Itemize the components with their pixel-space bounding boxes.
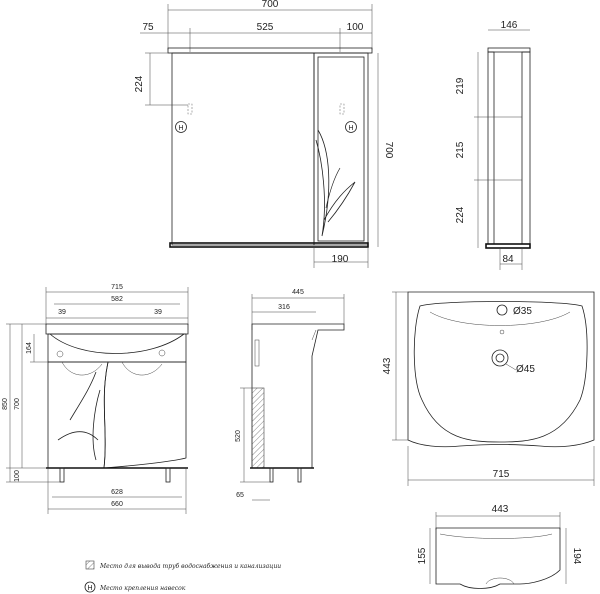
hole-small-label: Ø35 (513, 306, 532, 317)
legend-mount-symbol: H (87, 585, 92, 592)
legend: Место для вывода труб водоснабжения и ка… (84, 560, 281, 593)
basin-top-view: Ø35 Ø45 443 715 (382, 291, 595, 486)
dim-basin-depth: 443 (382, 357, 393, 374)
dim-left-offset: 75 (142, 22, 154, 33)
dim-basin-width: 715 (493, 469, 510, 480)
dim-body-height: 700 (14, 398, 21, 410)
dim-pipe-height: 520 (235, 430, 242, 442)
dim-leg-height: 100 (14, 470, 21, 482)
dim-mid-width: 525 (257, 22, 274, 33)
dim-right-width: 100 (347, 22, 364, 33)
dim-side-h3: 224 (455, 206, 466, 223)
dim-basin-side-depth: 443 (492, 504, 509, 515)
dim-overall-width: 700 (262, 0, 279, 10)
legend-pipes-text: Место для вывода труб водоснабжения и ка… (99, 563, 281, 570)
pipe-zone-hatch (251, 387, 265, 469)
vanity-cabinet-front-view: 715 582 39 39 850 700 164 (2, 284, 189, 514)
legend-mount-text: Место крепления навесок (99, 585, 186, 592)
dim-top-width: 715 (111, 284, 123, 291)
dim-base-width-2: 660 (111, 501, 123, 508)
vanity-cabinet-side-view: 445 316 520 65 (235, 289, 345, 501)
dim-side-h2: 215 (455, 141, 466, 158)
dim-basin-front-height: 155 (417, 547, 428, 564)
dim-base-width-1: 628 (111, 489, 123, 496)
basin-side-view: 443 155 194 (417, 504, 582, 589)
dim-top-height: 224 (134, 75, 145, 92)
dim-side-bottom-depth: 84 (502, 254, 514, 265)
legend-hatch-swatch (85, 560, 95, 570)
dim-total-height: 850 (2, 398, 9, 410)
dim-basin-back-height: 194 (571, 548, 582, 565)
dim-side-leg: 65 (236, 492, 244, 499)
dim-inner-width: 582 (111, 296, 123, 303)
mirror-cabinet-side-view: 146 219 215 224 84 (455, 20, 531, 270)
mount-marker-left: H (178, 125, 183, 132)
dim-shelf-width: 190 (332, 254, 349, 265)
mirror-cabinet-front-view: 700 75 525 100 H H 224 700 (134, 0, 394, 268)
dim-side-h1: 219 (455, 77, 466, 94)
dim-offset-left: 39 (58, 309, 66, 316)
dim-offset-right: 39 (154, 309, 162, 316)
dim-total-height: 700 (383, 142, 394, 159)
dim-side-body-depth: 316 (278, 304, 290, 311)
dim-top-band-height: 164 (26, 342, 33, 354)
mount-marker-right: H (348, 125, 353, 132)
hole-large-label: Ø45 (516, 364, 535, 375)
dim-side-top-depth: 445 (292, 289, 304, 296)
dim-side-top-depth: 146 (501, 20, 518, 31)
